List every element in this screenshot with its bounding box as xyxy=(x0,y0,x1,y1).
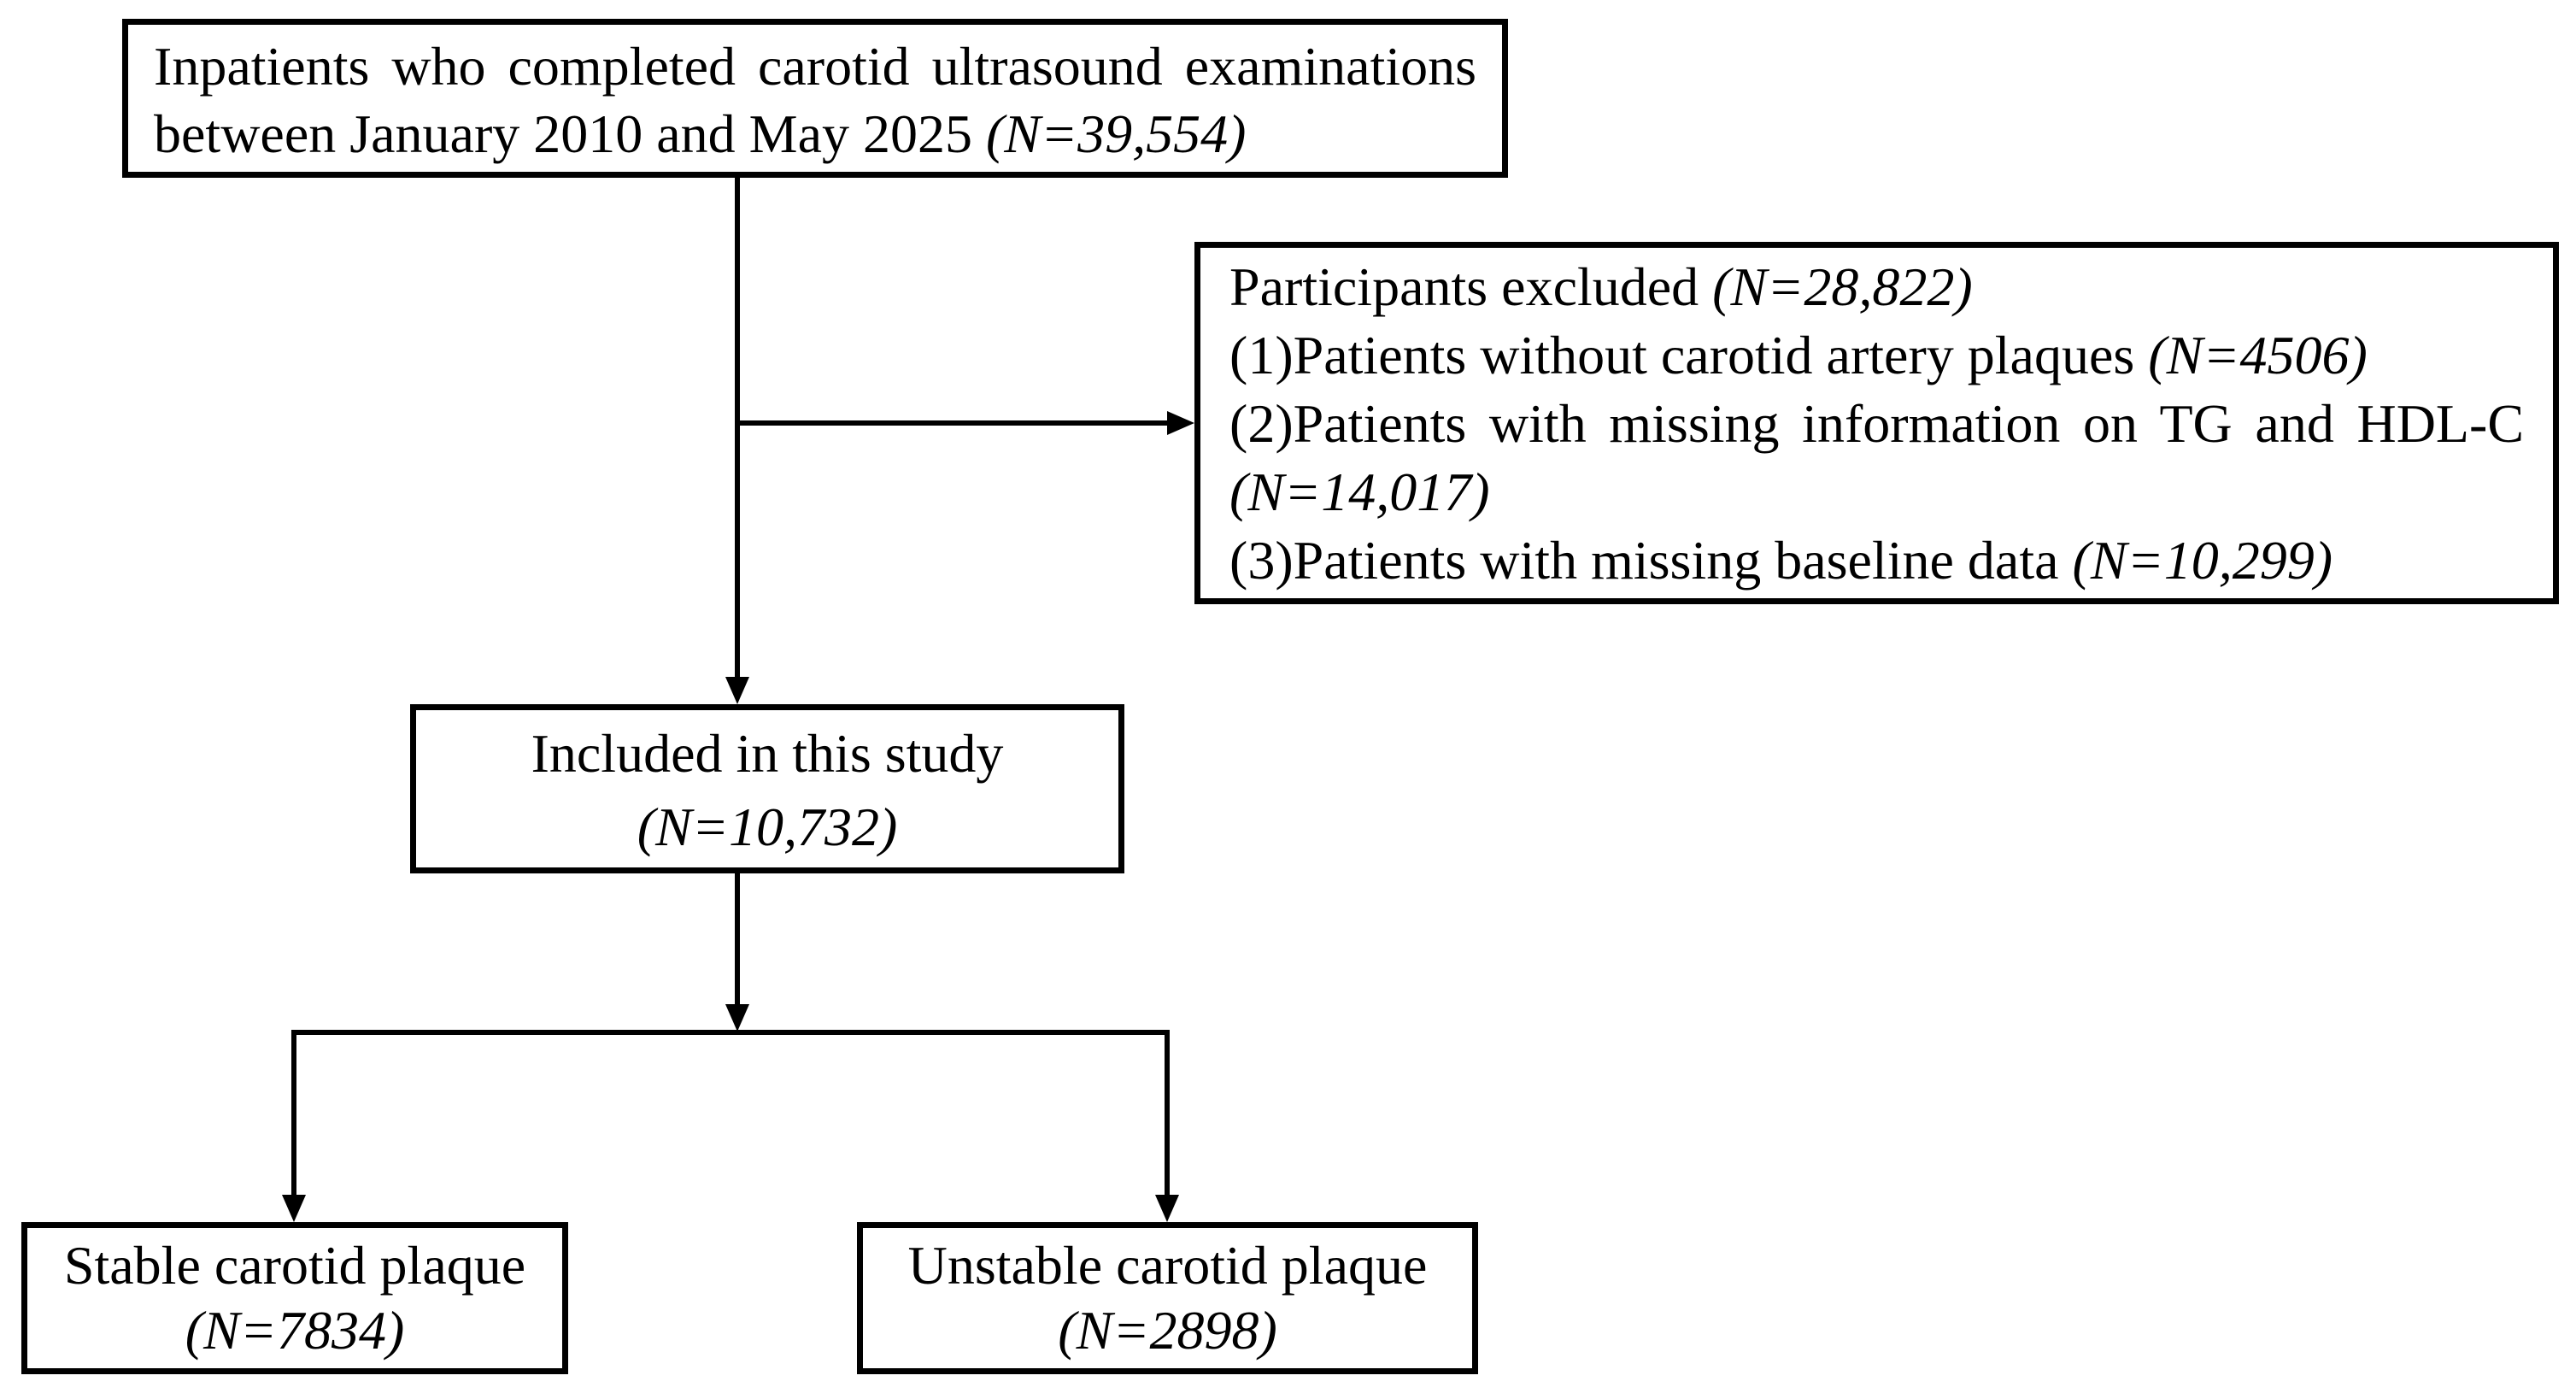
unstable-label-text: Unstable carotid plaque xyxy=(907,1235,1428,1296)
eligible-n-value: (N=39,554) xyxy=(985,103,1247,164)
stable-plaque-box: Stable carotid plaque (N=7834) xyxy=(21,1222,568,1374)
stable-n-value: (N=7834) xyxy=(185,1300,405,1361)
stable-label-line: Stable carotid plaque xyxy=(27,1233,562,1298)
eligible-line-1-text: Inpatients who completed carotid ultraso… xyxy=(154,36,1476,97)
excluded-total-n-value: (N=28,822) xyxy=(1712,256,1973,317)
connector-split-to-unstable xyxy=(1165,1030,1170,1195)
right-arrowhead-into-excluded-icon xyxy=(1167,411,1194,435)
connector-split-to-stable xyxy=(291,1030,296,1195)
connector-included-to-split xyxy=(735,873,740,1004)
excluded-reason-1-n-value: (N=4506) xyxy=(2148,325,2368,385)
excluded-reason-2-n-line: (N=14,017) xyxy=(1229,458,2524,526)
excluded-reason-3-n-value: (N=10,299) xyxy=(2072,530,2333,591)
stable-n-line: (N=7834) xyxy=(27,1298,562,1363)
stable-label-text: Stable carotid plaque xyxy=(63,1235,526,1296)
included-in-study-box: Included in this study (N=10,732) xyxy=(410,704,1124,873)
down-arrowhead-into-included-icon xyxy=(725,677,749,704)
down-arrowhead-at-split-icon xyxy=(725,1004,749,1032)
included-label-line: Included in this study xyxy=(416,717,1118,791)
connector-eligible-to-included xyxy=(735,178,740,677)
included-n-value: (N=10,732) xyxy=(637,796,898,857)
excluded-header-line: Participants excluded (N=28,822) xyxy=(1229,253,2524,321)
included-n-line: (N=10,732) xyxy=(416,791,1118,864)
excluded-reason-2-line: (2)Patients with missing information on … xyxy=(1229,390,2524,458)
eligible-line-2: between January 2010 and May 2025 (N=39,… xyxy=(154,100,1476,168)
excluded-header-text: Participants excluded xyxy=(1229,256,1713,317)
excluded-reason-3-line: (3)Patients with missing baseline data (… xyxy=(1229,526,2524,595)
excluded-reason-2-text: (2)Patients with missing information on … xyxy=(1229,393,2524,454)
unstable-n-line: (N=2898) xyxy=(863,1298,1472,1363)
down-arrowhead-into-stable-icon xyxy=(282,1195,306,1222)
eligible-line-2-text: between January 2010 and May 2025 xyxy=(154,103,986,164)
excluded-reason-3-text: (3)Patients with missing baseline data xyxy=(1229,530,2073,591)
unstable-plaque-box: Unstable carotid plaque (N=2898) xyxy=(857,1222,1478,1374)
eligible-population-box: Inpatients who completed carotid ultraso… xyxy=(122,19,1508,178)
connector-split-horizontal xyxy=(291,1030,1170,1035)
down-arrowhead-into-unstable-icon xyxy=(1155,1195,1179,1222)
excluded-reason-1-line: (1)Patients without carotid artery plaqu… xyxy=(1229,321,2524,390)
unstable-n-value: (N=2898) xyxy=(1058,1300,1277,1361)
excluded-participants-box: Participants excluded (N=28,822) (1)Pati… xyxy=(1194,242,2559,604)
eligible-line-1: Inpatients who completed carotid ultraso… xyxy=(154,32,1476,100)
unstable-label-line: Unstable carotid plaque xyxy=(863,1233,1472,1298)
included-label-text: Included in this study xyxy=(531,723,1004,784)
connector-branch-to-excluded xyxy=(735,420,1171,426)
excluded-reason-1-text: (1)Patients without carotid artery plaqu… xyxy=(1229,325,2149,385)
excluded-reason-2-n-value: (N=14,017) xyxy=(1229,461,1490,522)
